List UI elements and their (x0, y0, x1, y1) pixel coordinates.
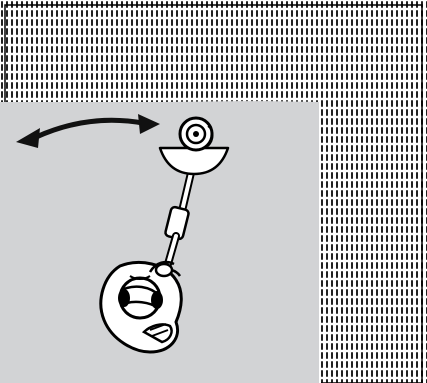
trimmed-area (0, 101, 320, 383)
operator-icon (99, 260, 183, 354)
swing-direction-arrow-icon (16, 114, 160, 148)
trimmer-head-icon (158, 116, 230, 176)
